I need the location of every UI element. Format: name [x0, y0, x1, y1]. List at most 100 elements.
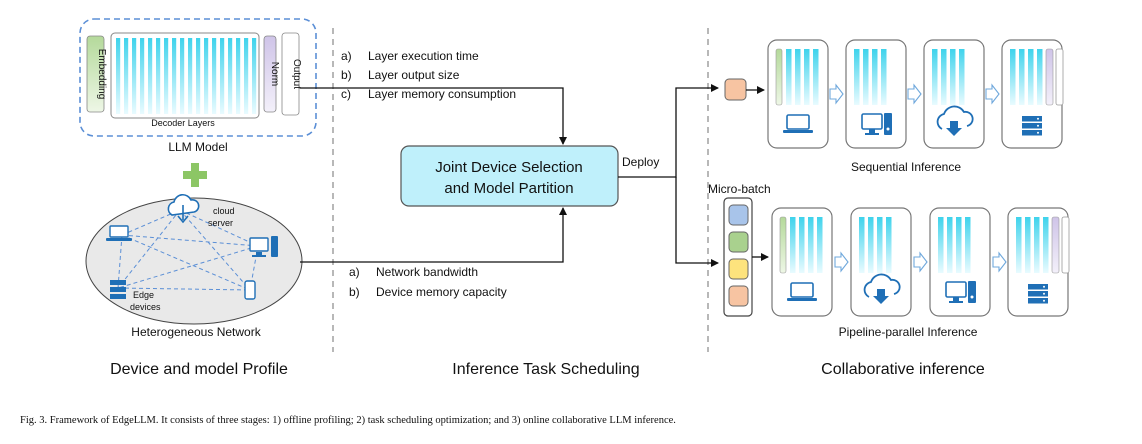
layer-profile-list: a) Layer execution time b) Layer output … [341, 49, 516, 101]
laptop-icon [787, 282, 817, 301]
network-item-a-marker: a) [349, 265, 360, 279]
server-icon [110, 280, 126, 299]
phone-icon [244, 280, 256, 300]
layer-item-c-marker: c) [341, 87, 351, 101]
layer-item-b-marker: b) [341, 68, 352, 82]
decoder-layer-bar [228, 38, 233, 114]
flow-arrow-icon [992, 251, 1007, 273]
layer-item-c: Layer memory consumption [368, 87, 516, 101]
plus-icon [183, 163, 207, 187]
scheduler-line2: and Model Partition [444, 180, 573, 197]
network-links [117, 209, 259, 291]
section-title-collab: Collaborative inference [821, 361, 985, 378]
decoder-layer-bar [156, 38, 161, 114]
scheduler-box: Joint Device Selection and Model Partiti… [400, 145, 619, 207]
desktop-icon [861, 113, 892, 135]
server-icon [1022, 116, 1042, 136]
decoder-layer-bar [932, 49, 938, 105]
decoder-layer-bar [196, 38, 201, 114]
sequential-inference-label: Sequential Inference [851, 160, 961, 174]
sequential-input-token [724, 78, 747, 101]
decoder-layer-bar [148, 38, 153, 114]
cloud-label-2: server [208, 218, 233, 228]
output-layer-bar [1055, 48, 1064, 106]
norm-layer-bar [1045, 48, 1054, 106]
decoder-layer-bar [941, 49, 947, 105]
heterogeneous-network: cloud server Edge devices [85, 194, 303, 325]
decoder-layer-bar [124, 38, 129, 114]
decoder-layer-bar [1028, 49, 1034, 105]
microbatch-label: Micro-batch [708, 182, 771, 196]
decoder-layer-bar [868, 217, 874, 273]
device-stage [850, 207, 912, 317]
deploy-label: Deploy [622, 155, 659, 169]
decoder-layer-bar [1010, 49, 1016, 105]
flow-arrow-icon [829, 83, 844, 105]
desktop-icon [945, 281, 976, 303]
device-stage [923, 39, 985, 149]
decoder-layer-bar [947, 217, 953, 273]
decoder-layer-bar [863, 49, 869, 105]
arrow-deploy-sequential [618, 84, 719, 178]
embedding-layer-bar [775, 48, 783, 106]
decoder-layer-bar [188, 38, 193, 114]
norm-label: Norm [269, 62, 280, 86]
decoder-layer-bar [959, 49, 965, 105]
llm-model: Embedding Norm Output Decoder Layers [79, 18, 317, 137]
laptop-icon [106, 225, 132, 241]
network-profile-list: a) Network bandwidth b) Device memory ca… [349, 265, 507, 299]
edge-label-1: Edge [133, 290, 154, 300]
output-label: Output [291, 59, 302, 89]
llm-model-title: LLM Model [168, 140, 227, 154]
layer-item-a-marker: a) [341, 49, 352, 63]
section-title-profile: Device and model Profile [110, 361, 288, 378]
decoder-layer-bar [1016, 217, 1022, 273]
decoder-layer-bar [140, 38, 145, 114]
flow-arrow-icon [985, 83, 1000, 105]
decoder-layer-bar [795, 49, 801, 105]
decoder-layer-bar [1043, 217, 1049, 273]
decoder-layer-bar [799, 217, 805, 273]
network-item-b: Device memory capacity [376, 285, 507, 299]
decoder-layer-bar [220, 38, 225, 114]
laptop-icon [783, 114, 813, 133]
microbatch-stack [723, 197, 753, 317]
cloud-download-icon [167, 194, 200, 224]
decoder-layer-bar [1019, 49, 1025, 105]
pipeline-inference-label: Pipeline-parallel Inference [839, 325, 978, 339]
decoder-layer-bar [859, 217, 865, 273]
device-stage [767, 39, 829, 149]
edge-label-2: devices [130, 302, 161, 312]
decoder-layer-bar [950, 49, 956, 105]
decoder-layer-bar [956, 217, 962, 273]
network-title: Heterogeneous Network [131, 325, 261, 339]
decoder-layer-bar [164, 38, 169, 114]
pipeline-devices [771, 207, 1070, 317]
decoder-layer-bar [854, 49, 860, 105]
device-stage [1001, 39, 1064, 149]
decoder-layer-bar [1025, 217, 1031, 273]
microbatch-2 [728, 231, 749, 253]
decoder-layer-bar [180, 38, 185, 114]
decoder-layer-bar [808, 217, 814, 273]
embedding-layer-bar [779, 216, 787, 274]
decoder-layer-bar [204, 38, 209, 114]
arrow-model-to-scheduler [300, 87, 567, 145]
layer-item-b: Layer output size [368, 68, 460, 82]
decoder-layer-bar [244, 38, 249, 114]
embedding-label: Embedding [96, 49, 107, 100]
decoder-layer-bar [804, 49, 810, 105]
embedding-block [86, 35, 105, 113]
decoder-layer-bar [813, 49, 819, 105]
decoder-layer-bar [965, 217, 971, 273]
norm-layer-bar [1051, 216, 1060, 274]
norm-block [263, 35, 277, 113]
arrow-deploy-pipeline [675, 177, 719, 267]
device-stage [1007, 207, 1070, 317]
decoder-bars [116, 38, 257, 114]
decoder-layer-bar [132, 38, 137, 114]
device-stage [771, 207, 833, 317]
decoder-layer-bar [817, 217, 823, 273]
network-item-a: Network bandwidth [376, 265, 478, 279]
